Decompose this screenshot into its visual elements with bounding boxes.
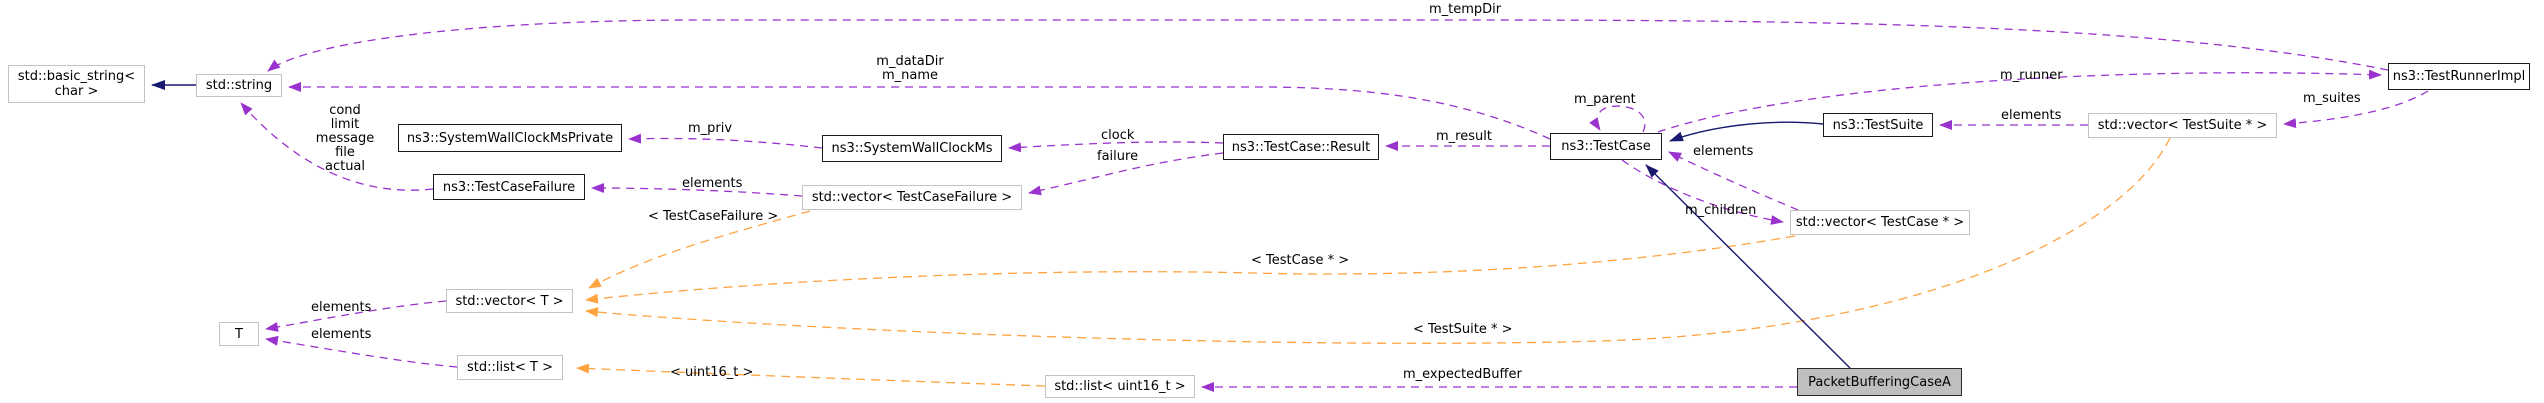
node-ns3-testcasefailure[interactable]: ns3::TestCaseFailure	[433, 174, 585, 200]
edge-label-clock: clock	[1101, 128, 1135, 143]
edge-clock	[1008, 141, 1224, 153]
edge-m-runner	[1657, 69, 2382, 133]
node-ns3-testcase-result[interactable]: ns3::TestCase::Result	[1223, 134, 1379, 160]
edge-label-m-runner: m_runner	[2000, 68, 2063, 83]
node-std-vector-testsuite-ptr: std::vector< TestSuite * >	[2088, 113, 2277, 138]
edge-label-cond-limit-message-file-actual: cond limit message file actual	[315, 103, 375, 174]
edge-label-template-testcase-ptr: < TestCase * >	[1251, 253, 1350, 268]
edge-label-m-priv: m_priv	[688, 121, 733, 136]
edge-template-uint16	[576, 363, 1046, 387]
edge-elements-listt-t	[265, 335, 458, 368]
edge-label-m-children: m_children	[1685, 203, 1757, 218]
edge-label-template-testsuite-ptr: < TestSuite * >	[1413, 322, 1513, 337]
edge-m-priv	[628, 133, 823, 149]
node-std-list-t: std::list< T >	[457, 355, 563, 380]
edge-label-m-result: m_result	[1436, 129, 1492, 144]
edge-label-elements-vector-t: elements	[311, 300, 372, 315]
edge-template-testcase-ptr	[585, 235, 1796, 304]
edge-m-suites	[2283, 90, 2429, 129]
node-ns3-testrunnerimpl[interactable]: ns3::TestRunnerImpl	[2388, 63, 2530, 90]
edge-label-m-tempdir: m_tempDir	[1429, 2, 1502, 17]
edge-packetbuffering-inherits-testcase	[1645, 164, 1851, 369]
node-std-vector-testcasefailure: std::vector< TestCaseFailure >	[802, 185, 1022, 210]
node-ns3-testsuite[interactable]: ns3::TestSuite	[1823, 113, 1933, 137]
node-std-basic-string: std::basic_string< char >	[8, 65, 145, 103]
node-std-vector-t: std::vector< T >	[446, 289, 573, 313]
edge-label-template-testcasefailure: < TestCaseFailure >	[648, 209, 779, 224]
edge-label-failure: failure	[1097, 149, 1139, 164]
edge-failure	[1028, 152, 1224, 196]
edge-label-elements-list-t: elements	[311, 327, 372, 342]
node-std-list-uint16: std::list< uint16_t >	[1045, 375, 1195, 398]
edge-m-children	[1621, 159, 1784, 225]
edge-label-template-uint16: < uint16_t >	[670, 365, 754, 380]
node-packetbufferingcasea: PacketBufferingCaseA	[1797, 368, 1962, 396]
edge-elements-vectortc-testcase	[1668, 151, 1799, 211]
node-template-param-t: T	[219, 322, 259, 346]
edge-cond-limit-message-file-actual	[240, 102, 434, 191]
edge-label-elements-tcf: elements	[682, 176, 743, 191]
edge-testsuite-inherits-testcase	[1669, 121, 1824, 142]
edge-elements-vectort-t	[265, 300, 447, 332]
edge-label-m-parent: m_parent	[1574, 92, 1636, 107]
edge-template-testsuite-ptr	[585, 137, 2171, 344]
edge-elements-vectortcf-tcf	[591, 183, 803, 197]
node-std-vector-testcase-ptr: std::vector< TestCase * >	[1790, 210, 1970, 235]
node-ns3-testcase[interactable]: ns3::TestCase	[1550, 133, 1662, 160]
edge-label-elements-ts: elements	[2001, 108, 2062, 123]
node-std-string: std::string	[196, 74, 282, 97]
node-ns3-systemwallclockmsprivate[interactable]: ns3::SystemWallClockMsPrivate	[398, 124, 622, 152]
node-ns3-systemwallclockms[interactable]: ns3::SystemWallClockMs	[822, 135, 1002, 162]
edge-label-m-suites: m_suites	[2303, 91, 2361, 106]
edge-m-parent-self-loop	[1589, 105, 1646, 133]
edge-label-elements-tc: elements	[1693, 144, 1754, 159]
edge-label-m-datadir-m-name: m_dataDir m_name	[876, 54, 944, 83]
edge-m-tempdir	[267, 19, 2389, 72]
edge-label-m-expected-buffer: m_expectedBuffer	[1403, 367, 1522, 382]
